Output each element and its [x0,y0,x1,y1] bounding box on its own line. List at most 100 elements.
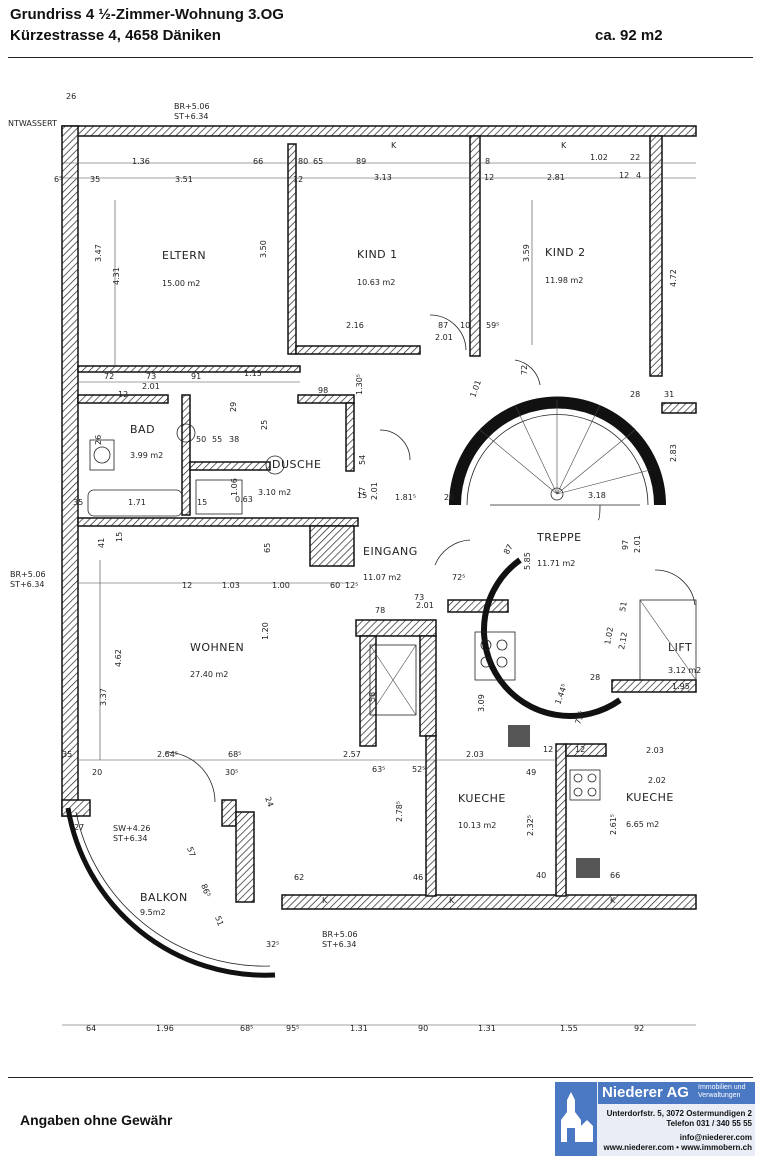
level-st: ST+6.34 [174,112,208,121]
dim-label: 12⁵ [345,581,358,590]
dim-label: 62 [294,873,304,882]
company-address: Unterdorfstr. 5, 3072 Ostermundigen 2 [606,1109,752,1118]
room-area: 27.40 m2 [190,670,228,679]
level-br: BR+5.06 [322,930,358,939]
dim-label: 31 [664,390,674,399]
dim-label: 3.18 [588,491,606,500]
dim-label: 2.64⁵ [157,750,178,759]
header-rule [8,57,753,58]
plan-area: ca. 92 m2 [595,27,663,44]
dim-label: 2.01 [435,333,453,342]
dim-label: 2.03 [466,750,484,759]
outer-walls [61,125,697,910]
dim-label: 1.20 [261,622,270,640]
dim-label: 35 [73,498,83,507]
room-area: 11.98 m2 [545,276,583,285]
dim-label: 72 [104,372,114,381]
dim-label: 2.32⁵ [526,815,535,836]
dim-label: 20 [444,493,454,502]
room-area: 11.07 m2 [363,573,401,582]
room-area: 3.10 m2 [258,488,291,497]
room-area: 3.12 m2 [668,666,701,675]
dim-label: 1.02 [590,153,608,162]
dim-label: 80 [298,157,308,166]
dim-label: 3.47 [94,244,103,262]
level-br: BR+5.06 [10,570,46,579]
dim-label: 68⁵ [240,1024,253,1033]
dim-label: 2.83 [669,444,678,462]
dim-label: 26 [94,435,103,445]
balcony-outline [65,807,276,978]
dim-label: 3.59 [522,244,531,262]
dim-label: 12 [484,173,494,182]
bathroom-fixtures [87,423,285,517]
room-label: EINGANG [363,545,418,558]
dim-label: 3.51 [175,175,193,184]
dim-label: 51 [213,915,225,928]
dim-label: 4.31 [112,267,121,285]
dim-label: 1.95 [672,682,690,691]
dim-label: 1.44⁵ [553,683,569,706]
dim-label: 52⁵ [412,765,425,774]
dim-label: 2.81 [547,173,565,182]
dim-label: 73 [414,593,424,602]
room-label: KUECHE [458,792,506,805]
dim-label: 92 [634,1024,644,1033]
dim-label: 90 [418,1024,428,1033]
dim-label: 2.03 [646,746,664,755]
dim-label: 2.78⁵ [395,801,404,822]
dim-label: 15 [115,532,124,542]
room-label: WOHNEN [190,641,244,654]
dim-label: 78 [375,606,385,615]
dim-label: 1.03 [222,581,240,590]
dim-label: 54 [358,455,367,465]
dim-label: 35 [90,175,100,184]
dimension-lines [62,162,696,1026]
dim-label: 98 [318,386,328,395]
room-area: 9.5m2 [140,908,166,917]
dim-label: 3.13 [374,173,392,182]
dim-label: 63⁵ [372,765,385,774]
company-email[interactable]: info@niederer.com [679,1133,752,1142]
dim-label: 87 [502,543,515,556]
dim-label: 12 [575,745,585,754]
dim-label: 1.71 [128,498,146,507]
dim-label: 25 [260,420,269,430]
lift-shaft [639,599,697,681]
dim-label: 28 [630,390,640,399]
dim-label: 1.00 [272,581,290,590]
room-label: BALKON [140,891,188,904]
level-st: ST+6.34 [113,834,147,843]
dim-label: 2.01 [416,601,434,610]
company-tagline: Immobilien und Verwaltungen [698,1084,746,1099]
dim-label: 30⁵ [225,768,238,777]
dim-label: 24 [263,796,275,809]
dim-label: 35 [62,750,72,759]
dim-label: 1.36 [132,157,150,166]
company-name: Niederer AG [602,1084,689,1101]
dim-label: 72⁵ [452,573,465,582]
dim-label: 12 [182,581,192,590]
company-websites[interactable]: www.niederer.com • www.immobern.ch [603,1143,752,1152]
dim-label: 66 [253,157,263,166]
room-label: KUECHE [626,791,674,804]
dim-label: 1.30⁵ [355,374,364,395]
dim-label: 3.09 [477,694,486,712]
dim-label: 40 [536,871,546,880]
dim-label: 2.16 [346,321,364,330]
dim-label: 58 [368,692,377,702]
dim-label: 1.96 [156,1024,174,1033]
k-mark: K [610,896,616,905]
plan-title: Grundriss 4 ½-Zimmer-Wohnung 3.OG [10,6,284,23]
room-label: KIND 2 [545,246,586,259]
dim-label: 2.57 [343,750,361,759]
room-area: 11.71 m2 [537,559,575,568]
room-label: LIFT [668,641,692,654]
dim-label: 3.50 [259,240,268,258]
level-st: ST+6.34 [322,940,356,949]
dim-label: 12 [118,390,128,399]
disclaimer: Angaben ohne Gewähr [20,1112,173,1128]
dim-label: 1.31 [350,1024,368,1033]
spiral-stair [449,396,666,720]
dim-label: 2.12 [617,631,629,650]
